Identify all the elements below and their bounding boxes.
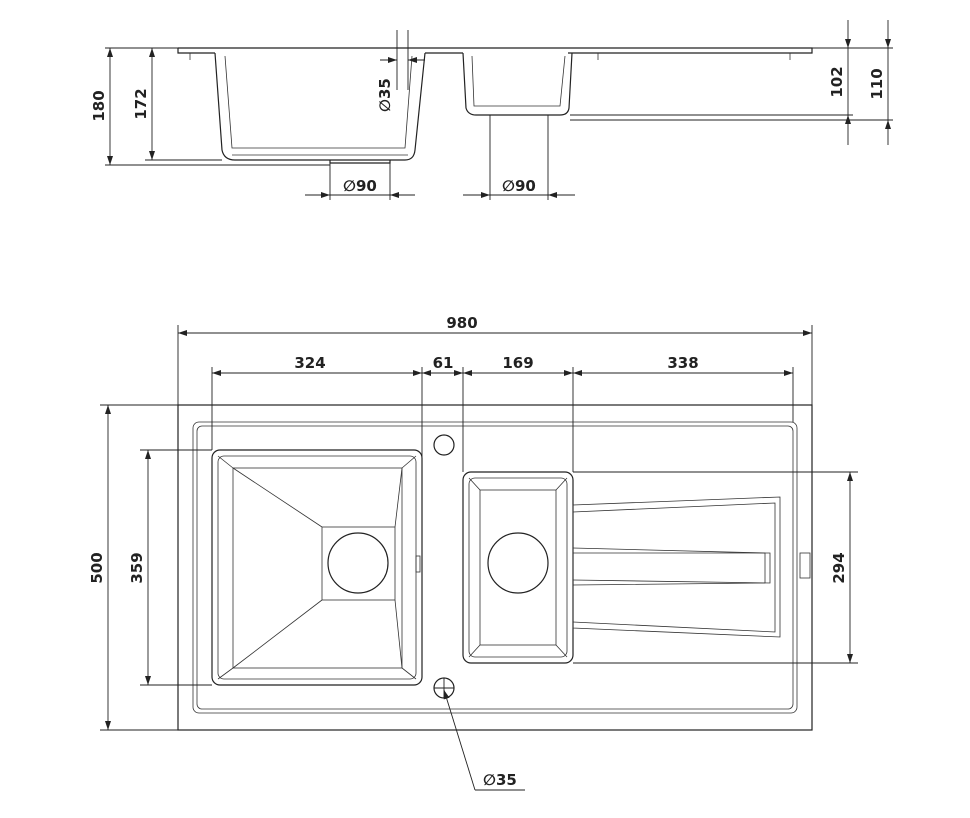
dim-overall-depth: 500 bbox=[88, 552, 106, 583]
left-bowl bbox=[211, 449, 423, 686]
dim-drainer-width: 338 bbox=[667, 354, 698, 372]
left-drain bbox=[327, 532, 389, 594]
dim-right-bowl-width: 169 bbox=[502, 354, 533, 372]
sink-outline bbox=[177, 404, 813, 731]
dim-right-drain: ∅90 bbox=[502, 177, 536, 195]
dim-side-tap-hole: ∅35 bbox=[376, 78, 394, 112]
overflow-slot bbox=[415, 555, 421, 573]
side-view: 180 172 ∅35 ∅90 ∅90 102 110 bbox=[90, 20, 893, 200]
countertop-profile bbox=[177, 47, 813, 54]
dim-overall-width: 980 bbox=[446, 314, 477, 332]
right-drain bbox=[487, 532, 549, 594]
dim-left-drain: ∅90 bbox=[343, 177, 377, 195]
dim-small-bowl-depth: 102 bbox=[828, 66, 846, 97]
dim-left-bowl-width: 324 bbox=[294, 354, 325, 372]
right-bowl-profile bbox=[462, 52, 573, 116]
tap-hole-top bbox=[433, 434, 455, 456]
drainer-slot bbox=[799, 552, 811, 579]
dim-plan-tap-hole: ∅35 bbox=[483, 771, 517, 789]
drainer bbox=[572, 496, 811, 638]
dim-small-total-height: 110 bbox=[868, 68, 886, 99]
left-bowl-profile bbox=[214, 52, 426, 161]
left-drain-profile bbox=[329, 160, 391, 164]
dim-left-bowl-depth: 359 bbox=[128, 552, 146, 583]
sink-rim bbox=[192, 421, 798, 714]
dim-right-bowl-depth: 294 bbox=[830, 552, 848, 583]
right-bowl bbox=[462, 471, 574, 664]
plan-view: 980 324 61 169 338 500 359 294 ∅35 bbox=[88, 314, 858, 791]
dim-total-height: 180 bbox=[90, 90, 108, 121]
dim-bowl-gap: 61 bbox=[433, 354, 454, 372]
dim-bowl-depth: 172 bbox=[132, 88, 150, 119]
